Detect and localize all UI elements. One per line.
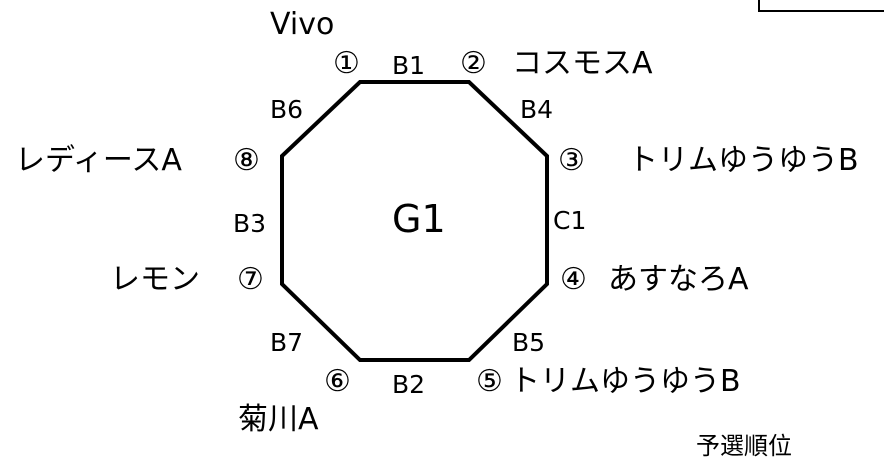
team-name-2: コスモスA: [512, 46, 653, 81]
top-right-box: [758, 0, 884, 12]
position-number-3: ③: [558, 143, 585, 178]
team-name-4: あすなろA: [608, 262, 749, 297]
position-number-8: ⑧: [233, 143, 260, 178]
team-name-1: Vivo: [270, 7, 335, 42]
match-label-left: B3: [233, 209, 267, 238]
team-name-5: トリムゆうゆうB: [510, 364, 741, 399]
match-label-top-right: B4: [520, 95, 554, 124]
group-label: G1: [392, 197, 446, 241]
match-label-bottom-left: B7: [270, 328, 304, 357]
team-name-6: 菊川A: [238, 402, 319, 437]
match-label-top-left: B6: [270, 95, 304, 124]
position-number-4: ④: [560, 262, 587, 297]
league-diagram: G1 Vivo ① ② コスモスA ③ トリムゆうゆうB ④ あすなろA ⑤ ト…: [15, 0, 884, 458]
match-label-bottom: B2: [392, 370, 426, 399]
league-octagon: [280, 80, 549, 362]
match-label-right: C1: [553, 206, 587, 235]
position-number-7: ⑦: [237, 262, 264, 297]
team-name-8: レディースA: [15, 143, 182, 178]
position-number-6: ⑥: [324, 364, 351, 399]
octagon-diagram: [280, 80, 549, 362]
match-label-bottom-right: B5: [512, 328, 546, 357]
preliminary-ranking-label: 予選順位: [696, 432, 792, 460]
team-name-3: トリムゆうゆうB: [628, 143, 859, 178]
team-name-7: レモン: [110, 262, 200, 297]
position-number-5: ⑤: [476, 364, 503, 399]
position-number-1: ①: [333, 46, 360, 81]
position-number-2: ②: [460, 46, 487, 81]
match-label-top: B1: [392, 51, 426, 80]
